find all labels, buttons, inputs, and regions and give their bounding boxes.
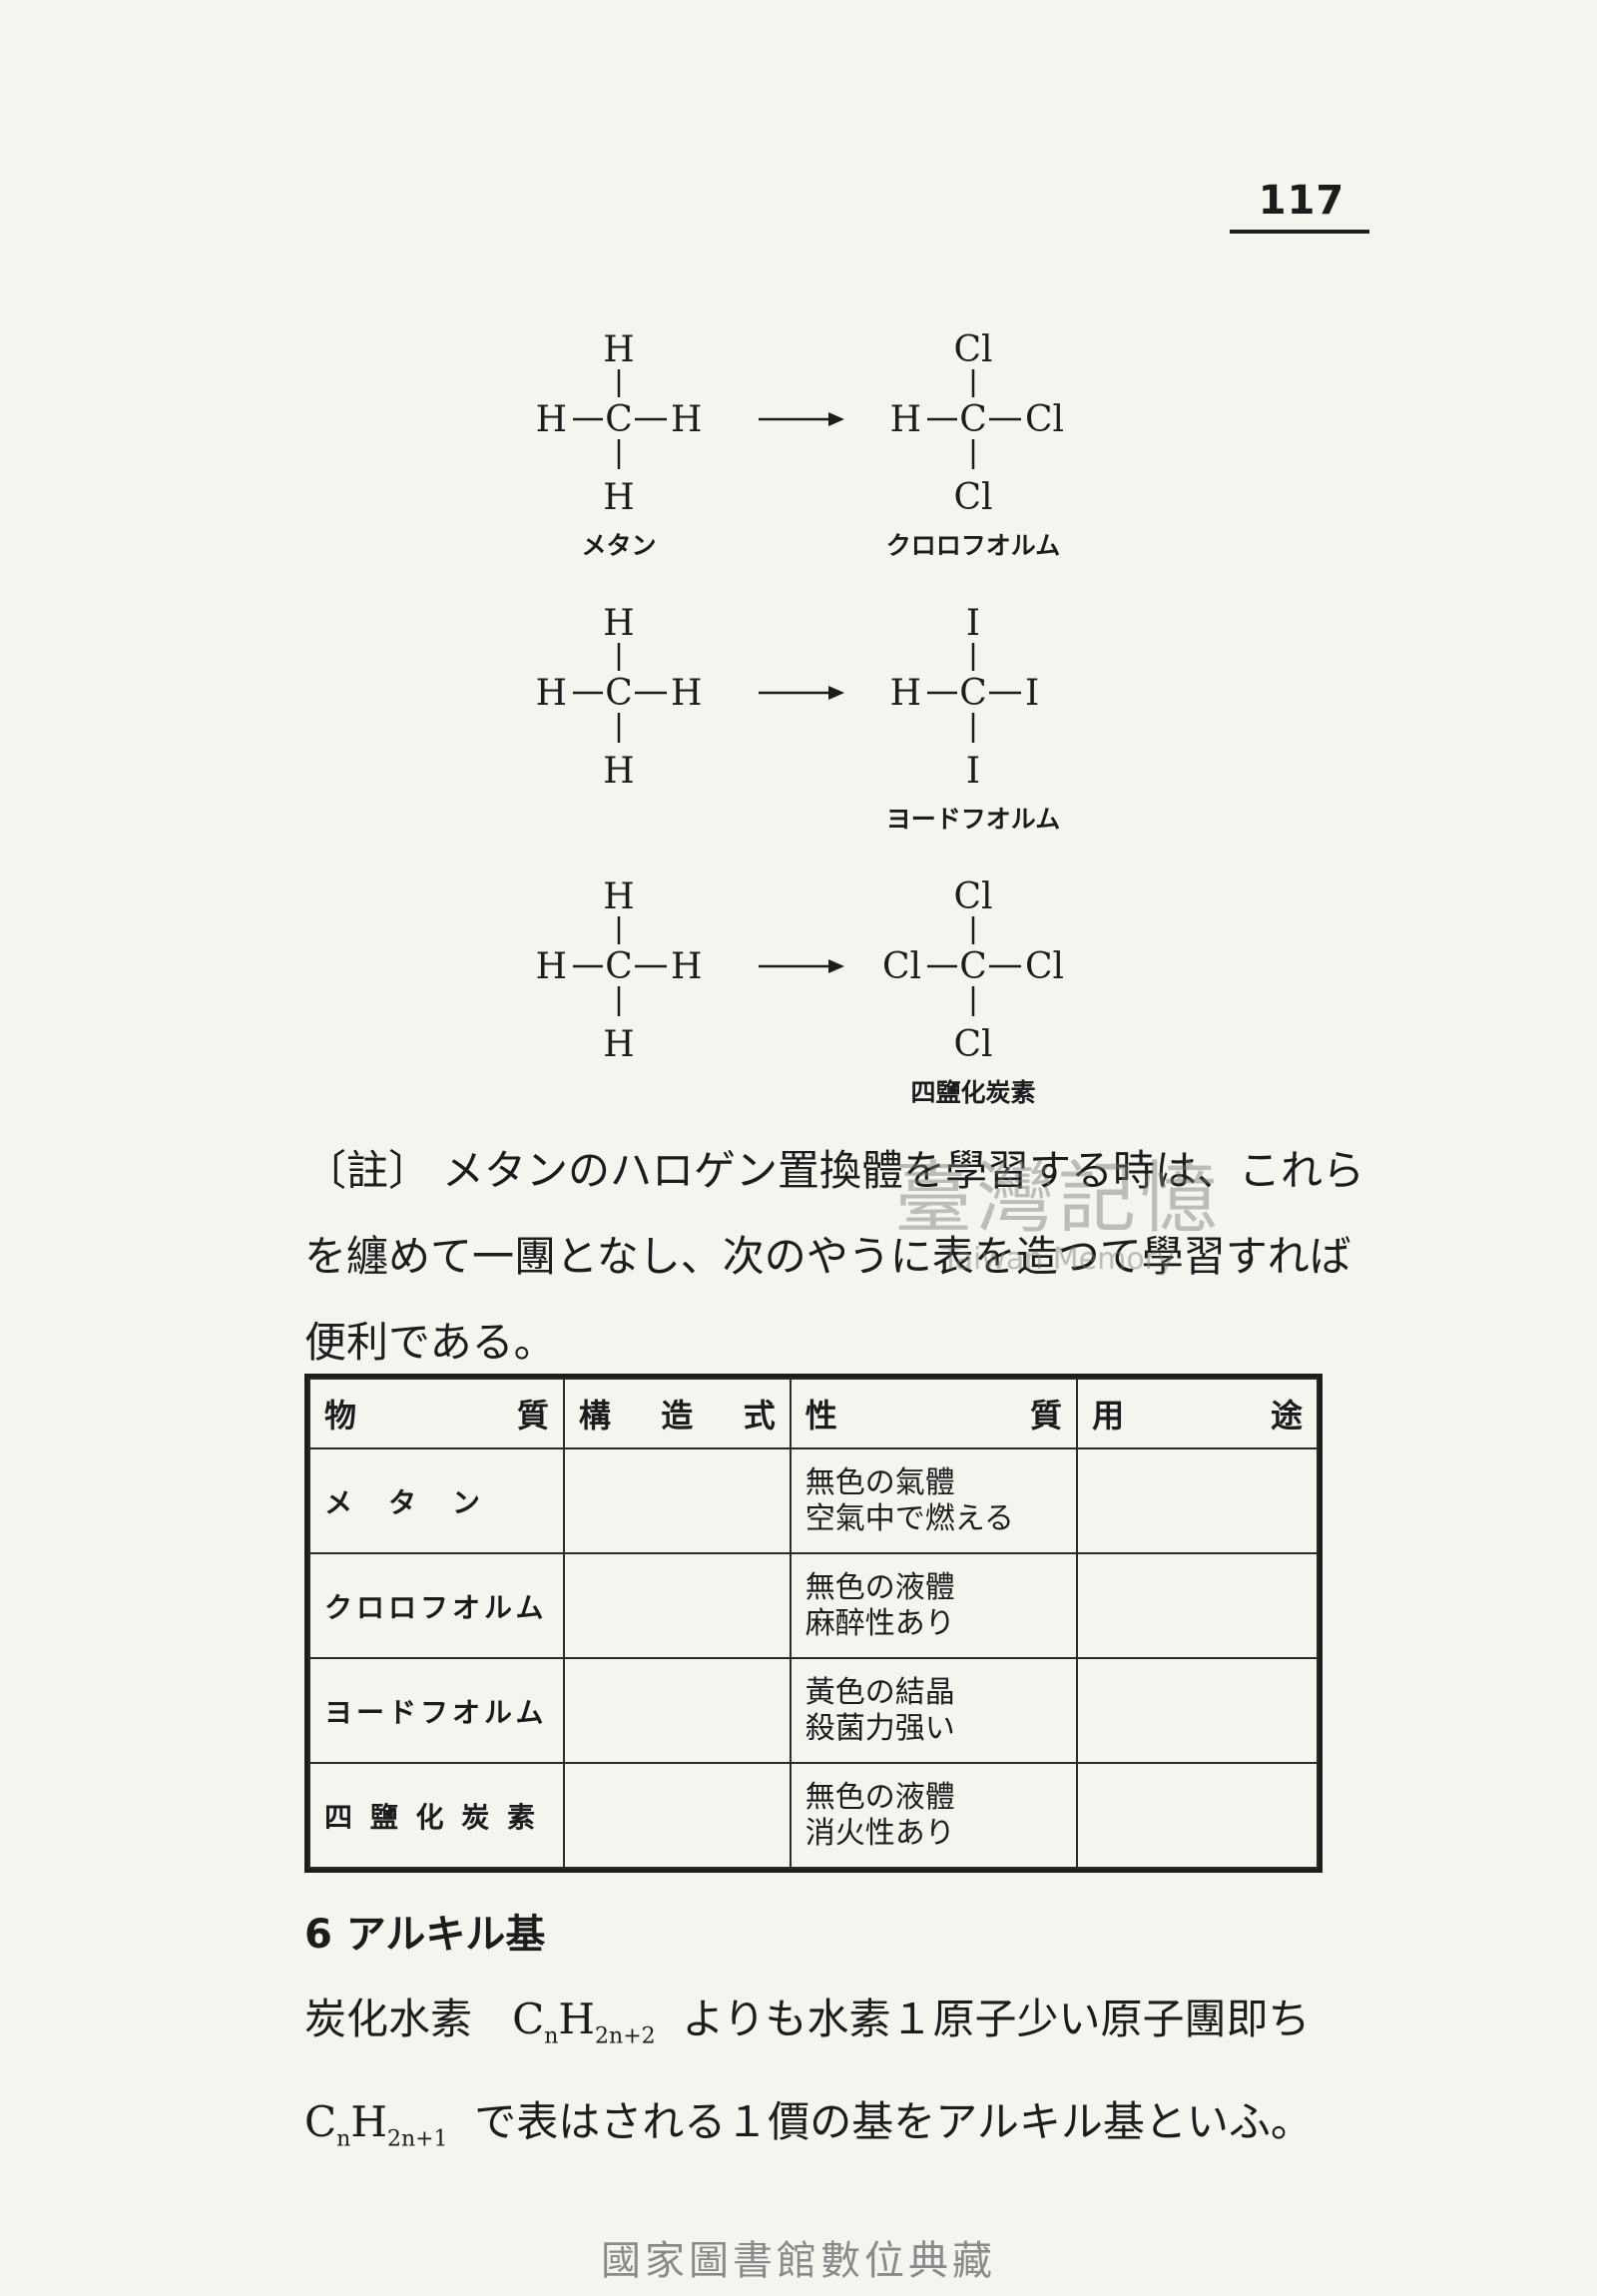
body-line2-suffix: で表はされる１價の基をアルキル基といふ。 xyxy=(474,2097,1313,2147)
reactant-3-left-atom: H xyxy=(536,946,567,987)
reactant-name-1: メタン xyxy=(581,531,656,560)
property-line: 黃色の結晶 xyxy=(804,1674,955,1710)
product-1-bottom-atom: Cl xyxy=(953,477,992,518)
product-2-left-atom: H xyxy=(890,673,921,714)
reactant-3-right-atom: H xyxy=(671,946,702,987)
reactant-1-top-atom: H xyxy=(603,329,634,370)
substance-cell: ヨードフオルム xyxy=(308,1657,565,1764)
property-cell: 黃色の結晶殺菌力强い xyxy=(789,1657,1079,1764)
reactant-1-right-atom: H xyxy=(671,399,702,440)
formula-h-sub: 2n+1 xyxy=(386,2126,448,2152)
arrow-head-1 xyxy=(828,412,844,426)
structure-cell xyxy=(562,1447,792,1554)
formula-c: C xyxy=(304,2097,337,2147)
reactant-2-right-atom: H xyxy=(671,673,702,714)
substance-cell: メ タ ン xyxy=(308,1447,565,1554)
structure-cell xyxy=(562,1552,792,1659)
reactant-1-center-atom: C xyxy=(605,399,633,440)
reactant-2-left-atom: H xyxy=(536,673,567,714)
product-3-bottom-atom: Cl xyxy=(953,1024,992,1065)
property-line: 殺菌力强い xyxy=(804,1710,955,1746)
use-cell xyxy=(1076,1657,1319,1764)
product-2-right-atom: I xyxy=(1025,673,1039,714)
page-number-underline xyxy=(1230,230,1369,234)
reactant-1-left-atom: H xyxy=(536,399,567,440)
property-cell: 無色の液體麻醉性あり xyxy=(789,1552,1079,1659)
table-header-row: 物 質 構 造 式 性 質 用 途 xyxy=(308,1378,1319,1449)
substance-cell: クロロフオルム xyxy=(308,1552,565,1659)
product-3-right-atom: Cl xyxy=(1025,946,1064,987)
body-prefix: 炭化水素 xyxy=(304,1995,473,2043)
table-row: 四 鹽 化 炭 素 無色の液體消火性あり xyxy=(308,1762,1319,1869)
reactant-3-top-atom: H xyxy=(603,876,634,917)
use-cell xyxy=(1076,1552,1319,1659)
section-title: アルキル基 xyxy=(345,1912,546,1958)
alkyl-paragraph: 炭化水素 CnH2n+2 よりも水素１原子少い原子團即ち CnH2n+1 で表は… xyxy=(304,1977,1372,2183)
formula-c: C xyxy=(512,1995,545,2043)
product-2-bottom-atom: I xyxy=(966,751,980,792)
formula-c-sub: n xyxy=(544,2023,559,2049)
reactant-2-center-atom: C xyxy=(605,673,633,714)
product-2-top-atom: I xyxy=(966,603,980,644)
formula-alkane: CnH2n+2 xyxy=(512,1995,656,2048)
header-use: 用 途 xyxy=(1076,1378,1319,1449)
product-3-center-atom: C xyxy=(959,946,987,987)
product-name-2: ヨードフオルム xyxy=(886,805,1061,834)
formula-h: H xyxy=(558,1995,596,2043)
header-structure: 構 造 式 xyxy=(562,1378,792,1449)
formula-h-sub: 2n+2 xyxy=(595,2023,656,2049)
property-line: 空氣中で燃える xyxy=(804,1500,1014,1536)
property-cell: 無色の氣體空氣中で燃える xyxy=(789,1447,1079,1554)
arrow-head-2 xyxy=(828,686,844,700)
structure-cell xyxy=(562,1762,792,1869)
reactant-2-bottom-atom: H xyxy=(603,751,634,792)
use-cell xyxy=(1076,1762,1319,1869)
property-line: 無色の液體 xyxy=(804,1779,955,1815)
product-1-left-atom: H xyxy=(890,399,921,440)
reactant-3-center-atom: C xyxy=(605,946,633,987)
note-text: メタンのハロゲン置換體を學習する時は、これらを纏めて一團となし、次のやうに表を造… xyxy=(304,1146,1365,1367)
table-row: メ タ ン 無色の氣體空氣中で燃える xyxy=(308,1447,1319,1554)
product-2-center-atom: C xyxy=(959,673,987,714)
formula-h: H xyxy=(350,2097,387,2147)
table-row: クロロフオルム 無色の液體麻醉性あり xyxy=(308,1552,1319,1659)
section-heading: 6 アルキル基 xyxy=(304,1902,545,1960)
properties-table: 物 質 構 造 式 性 質 用 途 メ タ ン 無色の氣體空氣中で燃える クロロ… xyxy=(308,1378,1319,1869)
substance-cell: 四 鹽 化 炭 素 xyxy=(308,1762,565,1869)
formula-alkyl: CnH2n+1 xyxy=(304,2097,448,2151)
formula-c-sub: n xyxy=(336,2126,351,2152)
reactant-3-bottom-atom: H xyxy=(603,1024,634,1065)
product-3-left-atom: Cl xyxy=(882,946,921,987)
note-tag: 〔註〕 xyxy=(304,1146,431,1195)
product-1-center-atom: C xyxy=(959,399,987,440)
arrow-head-3 xyxy=(828,959,844,973)
section-number: 6 xyxy=(304,1912,332,1958)
header-substance: 物 質 xyxy=(308,1378,565,1449)
use-cell xyxy=(1076,1447,1319,1554)
product-1-top-atom: Cl xyxy=(953,329,992,370)
header-property: 性 質 xyxy=(789,1378,1079,1449)
product-3-top-atom: Cl xyxy=(953,876,992,917)
property-line: 麻醉性あり xyxy=(804,1605,955,1641)
page-number: 117 xyxy=(1258,178,1345,224)
halogen-substitution-table: 物 質 構 造 式 性 質 用 途 メ タ ン 無色の氣體空氣中で燃える クロロ… xyxy=(304,1374,1323,1873)
body-line1-suffix: よりも水素１原子少い原子團即ち xyxy=(682,1995,1311,2043)
product-1-right-atom: Cl xyxy=(1025,399,1064,440)
product-name-1: クロロフオルム xyxy=(886,531,1061,560)
structure-cell xyxy=(562,1657,792,1764)
property-line: 無色の氣體 xyxy=(804,1464,955,1500)
note-paragraph: 〔註〕メタンのハロゲン置換體を學習する時は、これらを纏めて一團となし、次のやうに… xyxy=(304,1128,1372,1386)
product-name-3: 四鹽化炭素 xyxy=(910,1078,1035,1107)
property-line: 無色の液體 xyxy=(804,1569,955,1605)
reactant-2-top-atom: H xyxy=(603,603,634,644)
library-footer: 國家圖書館數位典藏 xyxy=(601,2238,996,2284)
property-line: 消火性あり xyxy=(804,1815,955,1851)
table-row: ヨードフオルム 黃色の結晶殺菌力强い xyxy=(308,1657,1319,1764)
reactant-1-bottom-atom: H xyxy=(603,477,634,518)
property-cell: 無色の液體消火性あり xyxy=(789,1762,1079,1869)
